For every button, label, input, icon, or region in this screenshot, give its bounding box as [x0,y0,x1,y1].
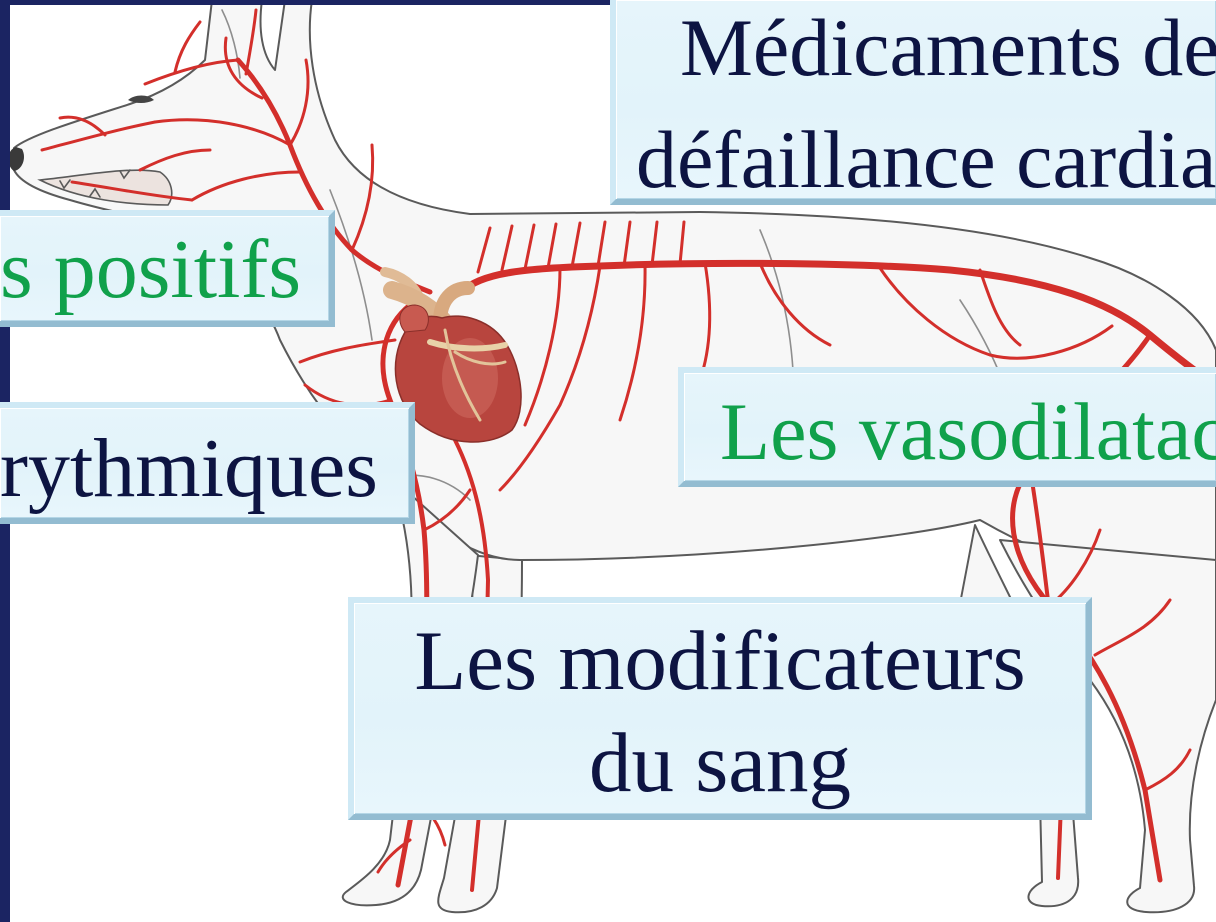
inotropes-box: s positifs [0,210,335,327]
inotropes-label: s positifs [0,217,301,322]
heart-failure-label-line2: défaillance cardia [636,109,1216,205]
antiarrhythmics-box: rythmiques [0,402,415,524]
blood-modifiers-label-line2: du sang [354,710,1086,816]
blood-modifiers-label-line1: Les modificateurs [354,608,1086,714]
heart-auricle [400,305,429,332]
slide-frame-top [0,0,612,5]
vasodilators-label: Les vasodilatac [720,381,1216,484]
blood-modifiers-box: Les modificateurs du sang [348,597,1092,820]
heart-failure-label-line1: Médicaments de [680,0,1216,100]
antiarrhythmics-label: rythmiques [0,416,378,521]
vasodilators-box: Les vasodilatac [678,367,1216,487]
heart-failure-drugs-box: Médicaments de défaillance cardia [610,0,1216,205]
artery-branch [175,22,200,72]
